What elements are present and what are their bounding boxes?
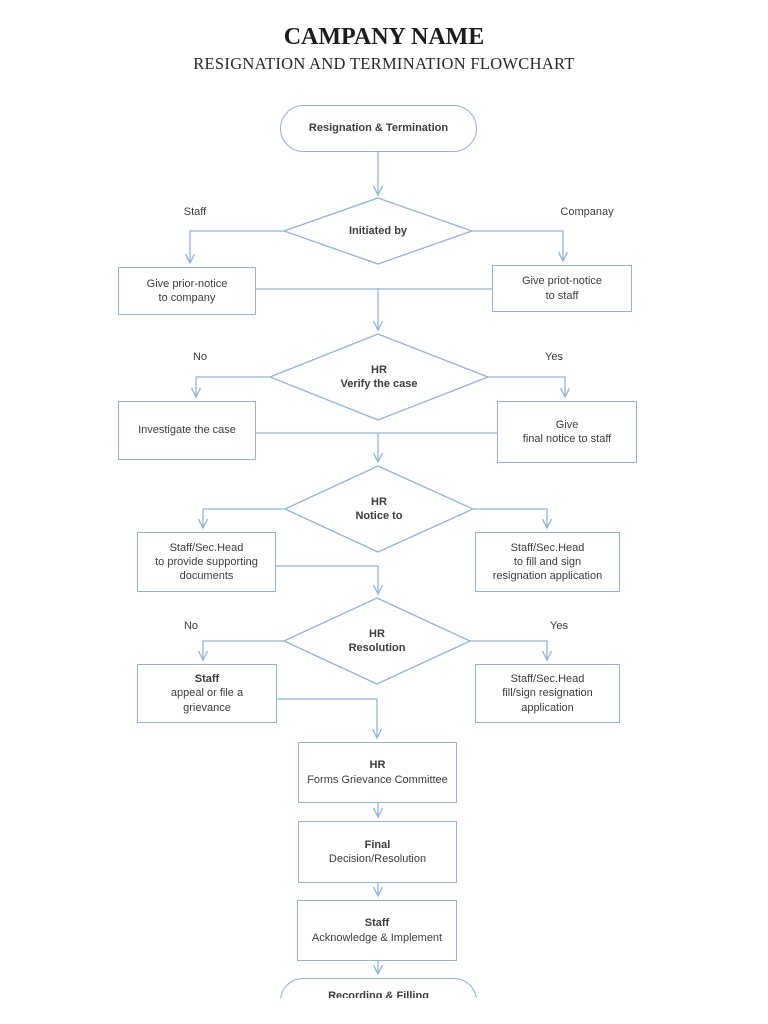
- process-give-prior-notice: Give prior-notice to company: [118, 267, 256, 315]
- process-final-decision-title: Final: [364, 838, 391, 851]
- process-grievance-committee-label: Forms Grievance Committee: [307, 773, 448, 786]
- connector-notice-right-branch: [473, 508, 547, 528]
- edge-label-companay: Companay: [560, 206, 614, 218]
- edge-label-staff: Staff: [183, 206, 207, 218]
- process-provide-documents: Staff/Sec.Head to provide supporting doc…: [137, 532, 276, 592]
- process-give-final-notice-label: Give final notice to staff: [522, 418, 612, 445]
- process-fill-sign-application-label: Staff/Sec.Head to fill and sign resignat…: [492, 541, 603, 583]
- process-final-decision: Final Decision/Resolution: [298, 821, 457, 883]
- decision-diamond-hr-resolution: [282, 597, 472, 685]
- process-fill-sign-application: Staff/Sec.Head to fill and sign resignat…: [475, 532, 620, 592]
- process-grievance-committee-title: HR: [369, 759, 386, 772]
- process-staff-acknowledge-label: Acknowledge & Implement: [311, 931, 443, 944]
- decision-diamond-initiated-by: [282, 197, 474, 265]
- process-give-priot-notice: Give priot-notice to staff: [492, 265, 632, 312]
- process-provide-documents-label: Staff/Sec.Head to provide supporting doc…: [155, 541, 258, 583]
- connector-verify-no-branch: [196, 376, 270, 397]
- edge-label-verify-no: No: [192, 351, 208, 363]
- process-fill-sign-resignation: Staff/Sec.Head fill/sign resignation app…: [475, 664, 620, 723]
- decision-hr-verify-label: HR Verify the case: [340, 363, 418, 390]
- decision-initiated-by-label: Initiated by: [348, 224, 408, 237]
- page-bottom-clip: [0, 998, 768, 1024]
- connector-resolution-no-branch: [203, 640, 284, 660]
- decision-diamond-hr-notice: [283, 465, 475, 553]
- process-fill-sign-resignation-label: Staff/Sec.Head fill/sign resignation app…: [502, 673, 593, 714]
- connector-appeal-to-committee: [277, 698, 377, 738]
- connector-initiated-company-branch: [472, 230, 563, 261]
- process-staff-appeal: Staff appeal or file a grievance: [137, 664, 277, 723]
- process-investigate-label: Investigate the case: [138, 424, 236, 437]
- page-subtitle: RESIGNATION AND TERMINATION FLOWCHART: [193, 54, 575, 73]
- process-staff-acknowledge-title: Staff: [364, 917, 390, 930]
- edge-label-resolution-yes: Yes: [550, 620, 568, 632]
- start-node-label: Resignation & Termination: [308, 122, 449, 135]
- process-give-final-notice: Give final notice to staff: [497, 401, 637, 463]
- connector-docs-to-resolution: [276, 565, 378, 594]
- process-staff-acknowledge: Staff Acknowledge & Implement: [297, 900, 457, 961]
- process-staff-appeal-title: Staff: [194, 673, 220, 686]
- edge-label-verify-yes: Yes: [545, 351, 563, 363]
- page-title: CAMPANY NAME: [283, 24, 485, 50]
- connector-notice-left-branch: [203, 508, 285, 528]
- connector-resolution-yes-branch: [470, 640, 547, 660]
- decision-initiated-by: Initiated by: [284, 198, 472, 264]
- start-node: Resignation & Termination: [280, 105, 477, 152]
- process-give-prior-notice-label: Give prior-notice to company: [146, 277, 228, 304]
- connector-initiated-staff-branch: [190, 230, 284, 263]
- decision-hr-notice-to-label: HR Notice to: [355, 495, 403, 522]
- decision-hr-notice-to: HR Notice to: [285, 466, 473, 552]
- decision-hr-resolution: HR Resolution: [284, 598, 470, 684]
- process-investigate: Investigate the case: [118, 401, 256, 460]
- process-final-decision-label: Decision/Resolution: [328, 853, 427, 865]
- process-grievance-committee: HR Forms Grievance Committee: [298, 742, 457, 803]
- decision-hr-verify: HR Verify the case: [270, 334, 488, 420]
- edge-label-resolution-no: No: [183, 620, 199, 632]
- process-staff-appeal-label: appeal or file a grievance: [170, 687, 244, 714]
- decision-diamond-hr-verify: [268, 333, 490, 421]
- decision-hr-resolution-label: HR Resolution: [348, 627, 406, 654]
- connector-verify-yes-branch: [488, 376, 565, 397]
- process-give-priot-notice-label: Give priot-notice to staff: [521, 275, 603, 302]
